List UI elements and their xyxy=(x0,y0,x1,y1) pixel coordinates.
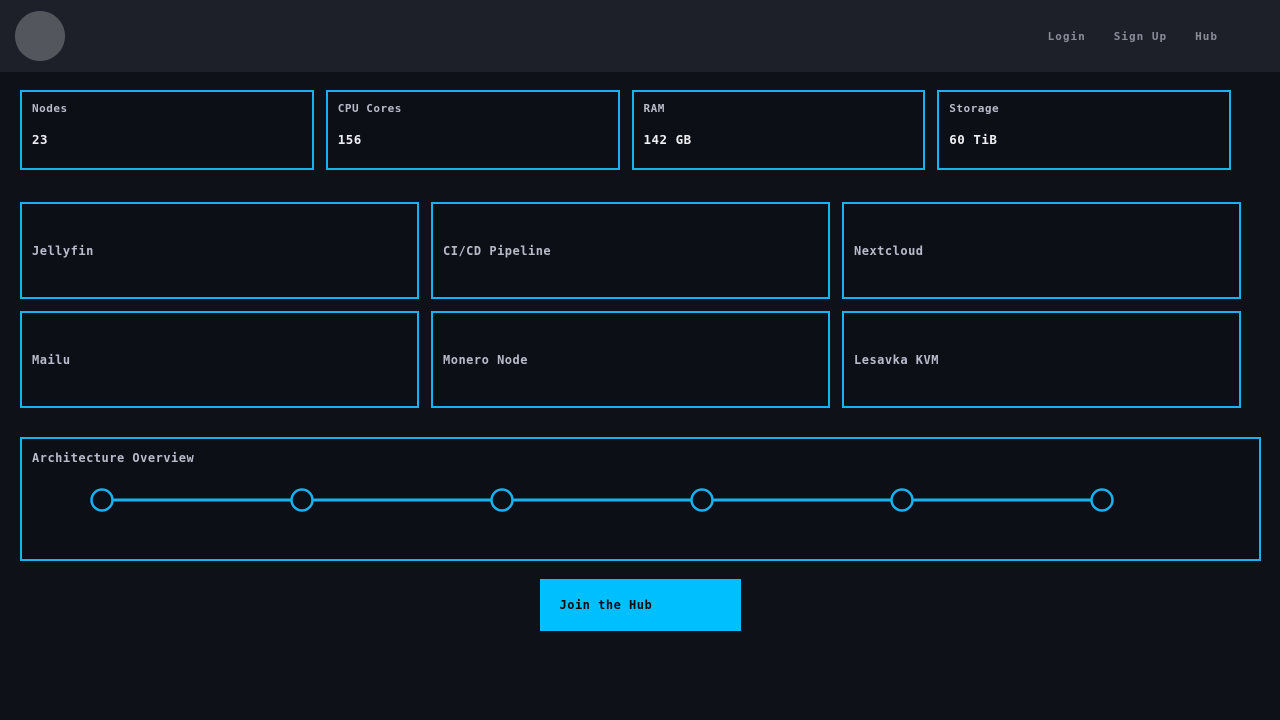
stats-row: Nodes 23 CPU Cores 156 RAM 142 GB Storag… xyxy=(20,90,1231,170)
stat-label: Nodes xyxy=(32,102,68,115)
stat-label: RAM xyxy=(643,102,665,115)
stat-value: 23 xyxy=(32,132,49,147)
service-card-cicd-pipeline[interactable]: CI/CD Pipeline xyxy=(431,202,830,299)
architecture-overview-panel: Architecture Overview xyxy=(20,437,1261,561)
service-title: Mailu xyxy=(32,352,71,367)
stat-value: 142 GB xyxy=(643,132,692,147)
service-title: Lesavka KVM xyxy=(854,352,939,367)
avatar[interactable] xyxy=(15,11,65,61)
nav-link-signup[interactable]: Sign Up xyxy=(1113,29,1168,43)
architecture-overview-title: Architecture Overview xyxy=(32,451,195,465)
architecture-node-icon xyxy=(1090,488,1114,512)
service-title: Jellyfin xyxy=(32,243,94,258)
stat-value: 60 TiB xyxy=(949,132,998,147)
service-card-mailu[interactable]: Mailu xyxy=(20,311,419,408)
stat-card-ram: RAM 142 GB xyxy=(631,90,926,170)
join-the-hub-label: Join the Hub xyxy=(559,598,653,612)
service-card-jellyfin[interactable]: Jellyfin xyxy=(20,202,419,299)
stat-value: 156 xyxy=(337,132,362,147)
nav-link-login[interactable]: Login xyxy=(1047,29,1086,43)
stat-card-nodes: Nodes 23 xyxy=(20,90,314,170)
navbar: Login Sign Up Hub xyxy=(0,0,1280,72)
architecture-node-icon xyxy=(290,488,314,512)
service-title: Nextcloud xyxy=(854,243,924,258)
service-card-monero-node[interactable]: Monero Node xyxy=(431,311,830,408)
join-the-hub-button[interactable]: Join the Hub xyxy=(539,579,741,631)
architecture-node-icon xyxy=(890,488,914,512)
nav-links: Login Sign Up Hub xyxy=(1048,30,1280,43)
stat-card-storage: Storage 60 TiB xyxy=(937,90,1231,170)
stat-card-cpu-cores: CPU Cores 156 xyxy=(325,90,620,170)
service-title: Monero Node xyxy=(443,352,528,367)
service-title: CI/CD Pipeline xyxy=(443,243,552,258)
stat-label: Storage xyxy=(949,102,1000,115)
stat-label: CPU Cores xyxy=(337,102,402,115)
architecture-node-icon xyxy=(490,488,514,512)
service-card-nextcloud[interactable]: Nextcloud xyxy=(842,202,1241,299)
nav-link-hub[interactable]: Hub xyxy=(1195,29,1218,43)
service-card-lesavka-kvm[interactable]: Lesavka KVM xyxy=(842,311,1241,408)
architecture-node-icon xyxy=(690,488,714,512)
services-grid: Jellyfin CI/CD Pipeline Nextcloud Mailu … xyxy=(20,202,1241,408)
architecture-diagram xyxy=(90,488,1114,512)
architecture-node-icon xyxy=(90,488,114,512)
